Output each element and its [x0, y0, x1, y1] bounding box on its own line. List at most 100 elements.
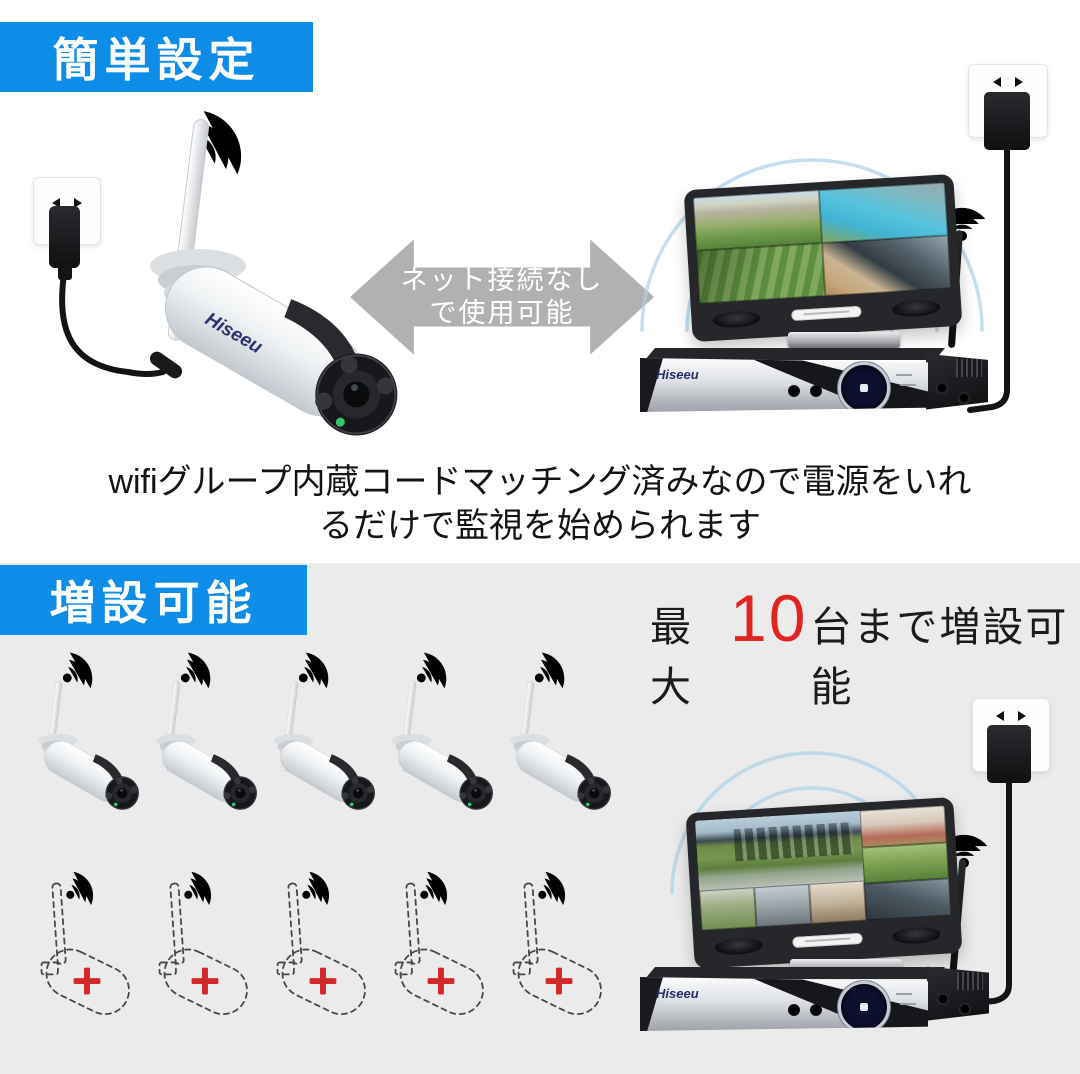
arrow-up-icon: [860, 369, 868, 377]
addable-camera-slot: [28, 865, 136, 1070]
camera-feed-main-house: [694, 810, 867, 931]
nvr-top-face: [644, 348, 946, 360]
headline-suffix: 台まで増設可能: [810, 604, 1069, 710]
camera-feed-dark-room: [864, 878, 952, 921]
arrow-up-icon: [860, 988, 868, 996]
camera-feed-field: [861, 842, 949, 884]
connector-port-icon: [937, 993, 949, 1005]
existing-cameras-row: [28, 647, 608, 857]
easy-setup-badge: 簡単設定: [0, 22, 313, 92]
wireless-camera: [146, 647, 254, 852]
speaker-icon: [891, 298, 941, 318]
dashed-camera-plus-icon: [28, 879, 140, 1028]
camera-icon: [262, 673, 376, 820]
nvr-brand-logo: Hiseeu: [656, 367, 699, 382]
arrow-label-line2: で使用可能: [429, 298, 575, 328]
addable-camera-slot: [382, 865, 490, 1070]
nvr-button: [810, 1004, 822, 1016]
addable-camera-slot: [500, 865, 608, 1070]
addable-cameras-row: [28, 865, 608, 1070]
connector-port-icon: [936, 382, 948, 394]
vent-grille-icon: [956, 359, 982, 377]
arrow-down-icon: [860, 1018, 868, 1026]
outlet-prongs-icon: [969, 77, 1047, 87]
power-adapter: [984, 92, 1030, 150]
expansion-section: 増設可能 最大 10 台まで増設可能: [0, 563, 1080, 1074]
power-cable: [967, 147, 1010, 413]
easy-setup-section: 簡単設定 Hiseeu ネット接続なし で使用可能: [0, 0, 1080, 563]
arrow-left-icon: [845, 1003, 853, 1011]
power-adapter: [987, 725, 1031, 783]
nvr-recorder: Hiseeu: [640, 977, 928, 1031]
connector-port-icon: [959, 1003, 971, 1015]
wireless-camera: [382, 647, 490, 852]
vent-grille-icon: [957, 972, 983, 990]
power-cable: [969, 780, 1012, 1006]
nvr-monitor: [685, 796, 963, 970]
addable-camera-slot: [264, 865, 372, 1070]
camera-feed-flowers: [859, 805, 947, 848]
power-cable: [59, 271, 166, 377]
wireless-camera: [500, 647, 608, 852]
speaker-icon: [891, 926, 941, 945]
camera-feed-side-column: [859, 805, 952, 921]
nvr-dpad-control: [838, 362, 890, 412]
addable-camera-slot: [146, 865, 254, 1070]
speaker-icon: [712, 309, 762, 329]
expansion-headline: 最大 10 台まで増設可能: [650, 581, 1080, 713]
nvr-print-mark: [896, 993, 912, 995]
arrow-down-icon: [860, 399, 868, 407]
dashed-camera-plus-icon: [382, 879, 494, 1028]
nvr-side-face: [926, 353, 988, 410]
camera-icon: [26, 673, 140, 820]
nvr-print-mark: [900, 1003, 916, 1005]
camera-feed-pool: [818, 182, 948, 244]
expandable-badge: 増設可能: [0, 565, 307, 635]
description-line1: wifiグループ内蔵コードマッチング済みなので電源をいれ: [108, 463, 972, 501]
arrow-right-icon: [875, 1003, 883, 1011]
camera-icon: [380, 673, 494, 820]
nvr-top-face: [644, 967, 946, 979]
monitor-label-pill: [792, 932, 863, 949]
nvr-print-mark: [896, 374, 912, 376]
nvr-print-mark: [900, 384, 916, 386]
dashed-camera-plus-icon: [146, 879, 258, 1028]
dpad-center-button: [860, 1003, 868, 1011]
nvr-button: [788, 385, 800, 397]
camera-feed-street: [754, 884, 812, 928]
camera-feed-field: [696, 243, 826, 304]
outlet-prongs-icon: [973, 711, 1049, 721]
camera-feed-glass-house: [694, 810, 864, 892]
outlet-prongs-icon: [34, 198, 100, 208]
camera-feed-yard: [699, 887, 757, 931]
nvr-monitor: [683, 173, 963, 343]
arrow-right-icon: [875, 384, 883, 392]
nvr-brand-logo: Hiseeu: [656, 986, 699, 1001]
camera-cable-connector: [149, 351, 183, 379]
nvr-button: [788, 1004, 800, 1016]
dashed-camera-plus-icon: [264, 879, 376, 1028]
wireless-camera: [264, 647, 372, 852]
camera-feed-house: [693, 190, 823, 251]
dashed-camera-plus-icon: [500, 879, 612, 1028]
nvr-recorder: Hiseeu: [640, 358, 928, 412]
wireless-camera: [28, 647, 136, 852]
connector-port-icon: [958, 392, 970, 404]
headline-max-number: 10: [730, 581, 808, 655]
camera-feed-interior: [809, 880, 867, 924]
arrow-label-line1: ネット接続なし: [400, 265, 604, 295]
monitor-hinge: [788, 332, 900, 348]
arrow-left-icon: [845, 384, 853, 392]
dpad-center-button: [860, 384, 868, 392]
monitor-screen-quad-view: [693, 182, 952, 304]
monitor-label-pill: [791, 305, 862, 322]
nvr-dpad-control: [838, 981, 890, 1031]
camera-icon: [498, 673, 612, 820]
headline-prefix: 最大: [650, 604, 693, 710]
camera-icon: [144, 673, 258, 820]
easy-setup-description: wifiグループ内蔵コードマッチング済みなので電源をいれ るだけで監視を始められ…: [0, 460, 1080, 548]
camera-feed-patio: [822, 235, 952, 296]
wireless-camera: Hiseeu: [120, 100, 400, 460]
nvr-button: [810, 385, 822, 397]
